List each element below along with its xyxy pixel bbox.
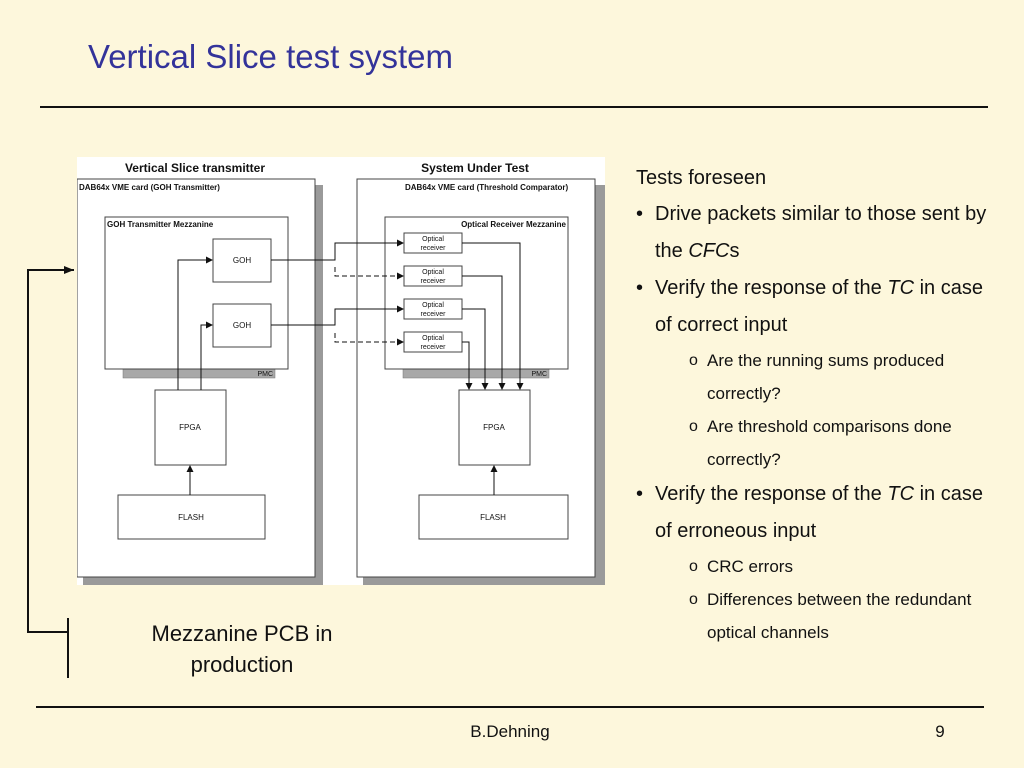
left-pmc-label: PMC <box>257 371 273 378</box>
left-mezzanine-label: GOH Transmitter Mezzanine <box>107 220 214 229</box>
optical-receiver-2: Optical receiver <box>403 265 463 287</box>
left-flash-block <box>117 494 266 540</box>
right-card-label: DAB64x VME card (Threshold Comparator) <box>405 183 568 192</box>
left-fpga-block <box>154 389 227 466</box>
left-flash-label: FLASH <box>178 513 204 522</box>
optical-receiver-4-line2: receiver <box>421 344 447 351</box>
left-panel-heading: Vertical Slice transmitter <box>125 161 265 175</box>
left-card-label: DAB64x VME card (GOH Transmitter) <box>79 183 220 192</box>
page-number: 9 <box>935 722 945 741</box>
slide-title: Vertical Slice test system <box>88 38 453 75</box>
optical-receiver-3-line2: receiver <box>421 311 447 318</box>
right-flash-label: FLASH <box>480 513 506 522</box>
optical-receiver-1: Optical receiver <box>403 232 463 254</box>
left-pmc-bar <box>122 368 276 379</box>
left-fpga-label: FPGA <box>179 423 201 432</box>
goh-block-1 <box>212 238 272 283</box>
test-item-2: Verify the response of the TC in case of… <box>636 270 996 344</box>
goh-block-2-label: GOH <box>233 321 251 330</box>
optical-receiver-3: Optical receiver <box>403 298 463 320</box>
goh-block-2 <box>212 303 272 348</box>
right-pmc-bar <box>402 368 550 379</box>
test-item-2-sub-2: Are threshold comparisons done correctly… <box>689 410 996 476</box>
signal-connections <box>177 239 524 495</box>
test-item-1: Drive packets similar to those sent by t… <box>636 196 996 270</box>
tests-items: Drive packets similar to those sent by t… <box>636 196 996 649</box>
right-flash-block <box>418 494 569 540</box>
right-fpga-block <box>458 389 531 466</box>
optical-receiver-2-line1: Optical <box>422 269 444 276</box>
block-diagram-svg: Vertical Slice transmitter System Under … <box>77 161 605 585</box>
tests-list: Tests foreseen Drive packets similar to … <box>636 160 996 649</box>
test-item-2-sub-1: Are the running sums produced correctly? <box>689 344 996 410</box>
right-fpga-label: FPGA <box>483 423 505 432</box>
optical-receiver-4: Optical receiver <box>403 331 463 353</box>
optical-receiver-3-line1: Optical <box>422 302 444 309</box>
test-item-3-sub-1: CRC errors <box>689 550 996 583</box>
test-item-3-sub-2: Differences between the redundant optica… <box>689 583 996 649</box>
optical-receiver-1-line1: Optical <box>422 236 444 243</box>
optical-receiver-4-line1: Optical <box>422 335 444 342</box>
tests-heading: Tests foreseen <box>636 167 767 189</box>
title-divider <box>40 106 988 108</box>
test-item-3: Verify the response of the TC in case of… <box>636 476 996 550</box>
goh-block-1-label: GOH <box>233 256 251 265</box>
footer-author: B.Dehning <box>470 722 550 741</box>
optical-receiver-1-line2: receiver <box>421 245 447 252</box>
optical-receiver-2-line2: receiver <box>421 278 447 285</box>
right-panel-heading: System Under Test <box>421 161 529 175</box>
block-diagram: Vertical Slice transmitter System Under … <box>77 157 605 585</box>
photo-caption: Mezzanine PCB in production <box>151 621 333 677</box>
right-mezzanine-label: Optical Receiver Mezzanine <box>461 220 566 229</box>
footer-divider <box>36 706 984 708</box>
right-pmc-label: PMC <box>531 371 547 378</box>
